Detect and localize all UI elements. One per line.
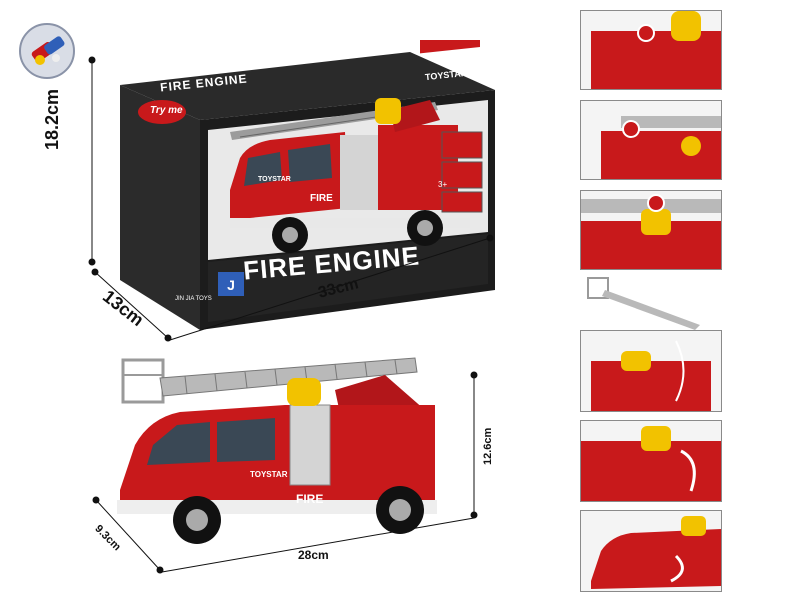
box-age-badge: 3+ — [438, 180, 448, 189]
ladder-extension-image — [587, 277, 700, 330]
box-maker: JIN JIA TOYS — [175, 296, 212, 302]
box-height-dimension: 18.2cm — [42, 88, 62, 150]
box-truck-brand: TOYSTAR — [258, 176, 291, 183]
feature-panel-water-spray — [580, 100, 722, 180]
feature-panel-lights — [580, 190, 722, 270]
toy-truck-image — [117, 357, 437, 544]
box-truck-label: FIRE — [310, 193, 333, 204]
toy-width-dimension: 28cm — [298, 548, 329, 562]
feature-panel-siren — [580, 10, 722, 90]
feature-panel-cab-door — [580, 510, 722, 592]
toy-label: FIRE — [296, 492, 324, 506]
product-box: J — [120, 40, 495, 330]
svg-text:J: J — [227, 277, 235, 293]
feature-panel-door — [580, 420, 722, 502]
battery-icon — [19, 23, 75, 79]
toy-brand: TOYSTAR — [250, 470, 288, 479]
box-try-me: Try me — [150, 105, 183, 116]
battery-badge — [18, 22, 76, 80]
feature-panel-ladder-extend — [580, 330, 722, 412]
toy-height-dimension: 12.6cm — [482, 427, 494, 465]
box-side — [120, 85, 200, 330]
